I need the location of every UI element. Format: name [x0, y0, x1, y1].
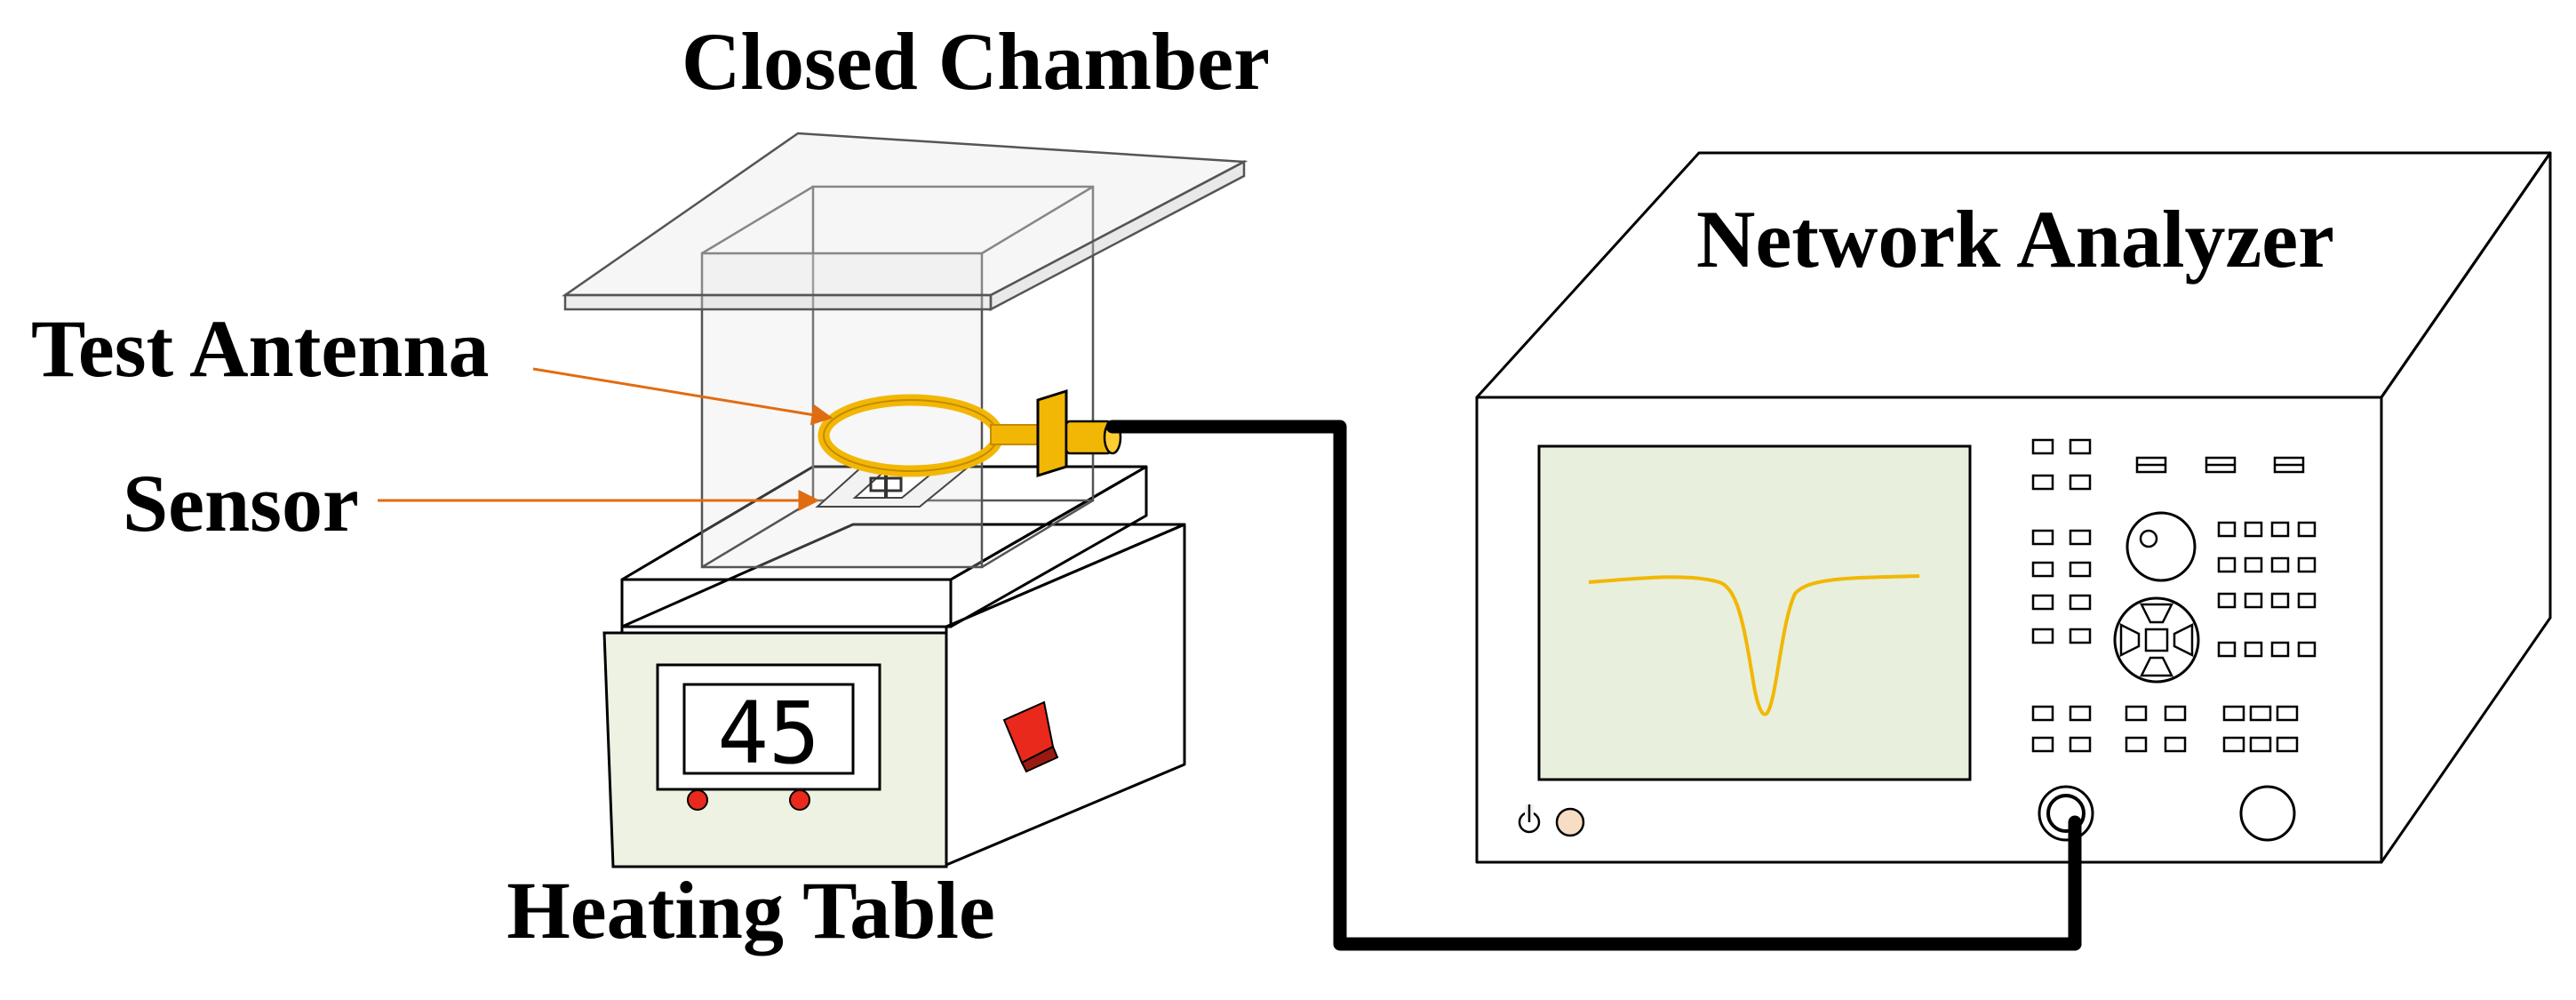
label-heating-table: Heating Table — [506, 865, 995, 956]
analyzer-trace — [1588, 574, 1920, 716]
analyzer-port[interactable] — [2038, 785, 2094, 842]
label-test-antenna: Test Antenna — [31, 303, 490, 394]
network-analyzer — [1475, 151, 2552, 864]
analyzer-screen — [1537, 444, 1972, 781]
analyzer-numeric-keypad[interactable] — [2217, 521, 2317, 658]
heater-button-right[interactable] — [789, 789, 810, 811]
analyzer-keypad-left[interactable] — [2031, 438, 2092, 644]
antenna-connector — [1036, 388, 1068, 478]
test-antenna-arrow — [532, 367, 833, 426]
heater-display-value: 45 — [717, 684, 820, 783]
navigation-pad[interactable] — [2113, 596, 2200, 684]
test-antenna — [817, 388, 1122, 478]
closed-chamber — [562, 132, 1248, 569]
analyzer-function-buttons[interactable] — [2135, 456, 2305, 474]
label-closed-chamber: Closed Chamber — [682, 16, 1270, 107]
analyzer-bottom-buttons[interactable] — [2031, 705, 2299, 753]
label-sensor: Sensor — [123, 458, 359, 548]
analyzer-right-knob[interactable] — [2239, 785, 2296, 842]
heating-table: 45 — [602, 465, 1186, 868]
rotary-knob[interactable] — [2125, 511, 2197, 582]
label-network-analyzer: Network Analyzer — [1696, 194, 2334, 284]
power-led — [1555, 807, 1585, 837]
power-icon[interactable] — [1518, 804, 1541, 834]
heater-button-left[interactable] — [687, 789, 708, 811]
